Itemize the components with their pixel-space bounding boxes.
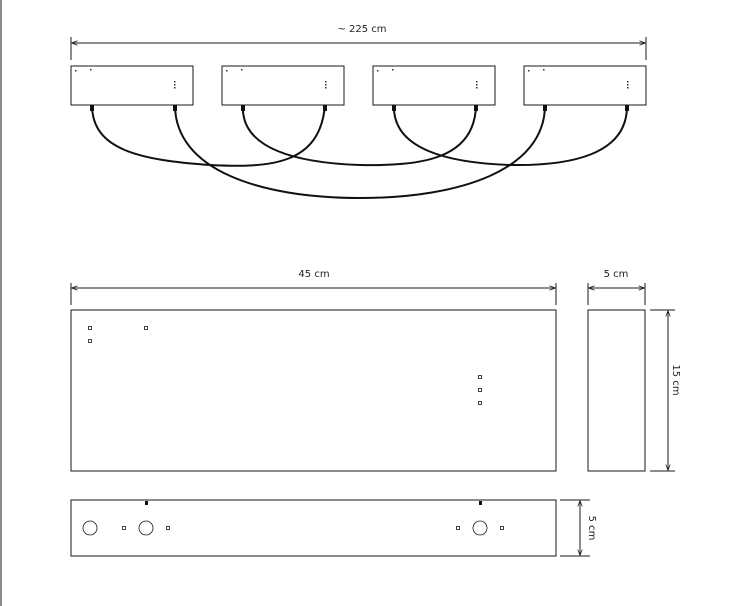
- cable-1: [91, 104, 326, 167]
- screw-hole: [88, 326, 92, 330]
- side-height-dimension: 15 cm: [650, 309, 681, 472]
- module-3: [372, 65, 496, 111]
- side-height-label: 15 cm: [670, 364, 681, 395]
- side-depth-dimension: 5 cm: [587, 269, 646, 305]
- screw-hole: [456, 526, 460, 530]
- front-view: [70, 309, 557, 472]
- screw-hole: [166, 526, 170, 530]
- connector-left: [543, 105, 547, 111]
- overall-length-label: ~ 225 cm: [337, 24, 386, 35]
- mount-pin: [479, 501, 482, 505]
- front-length-dimension: 45 cm: [70, 269, 557, 305]
- screw-hole: [500, 526, 504, 530]
- cable-4: [174, 104, 546, 200]
- cable-bundle: [91, 104, 629, 200]
- cable-2: [241, 104, 477, 167]
- overall-length-dimension: ~ 225 cm: [70, 24, 647, 60]
- cable-port: [472, 520, 488, 536]
- connector-left: [90, 105, 94, 111]
- connector-left: [392, 105, 396, 111]
- connector-right: [173, 105, 177, 111]
- cable-3: [392, 104, 629, 167]
- screw-hole: [88, 339, 92, 343]
- screw-hole: [478, 375, 482, 379]
- mount-pin: [145, 501, 148, 505]
- cable-port: [82, 520, 98, 536]
- screw-hole: [122, 526, 126, 530]
- module-2: [221, 65, 345, 111]
- screw-hole: [478, 401, 482, 405]
- bottom-height-label: 5 cm: [586, 516, 597, 541]
- module-1: [70, 65, 194, 111]
- screw-hole: [478, 388, 482, 392]
- connector-right: [323, 105, 327, 111]
- connector-right: [625, 105, 629, 111]
- bottom-view: [70, 499, 557, 557]
- connector-left: [241, 105, 245, 111]
- side-view: [587, 309, 646, 472]
- screw-hole: [144, 326, 148, 330]
- front-length-label: 45 cm: [298, 269, 329, 280]
- cable-port: [138, 520, 154, 536]
- side-depth-label: 5 cm: [604, 269, 629, 280]
- module-4: [523, 65, 647, 111]
- connector-right: [474, 105, 478, 111]
- bottom-height-dimension: 5 cm: [560, 499, 597, 557]
